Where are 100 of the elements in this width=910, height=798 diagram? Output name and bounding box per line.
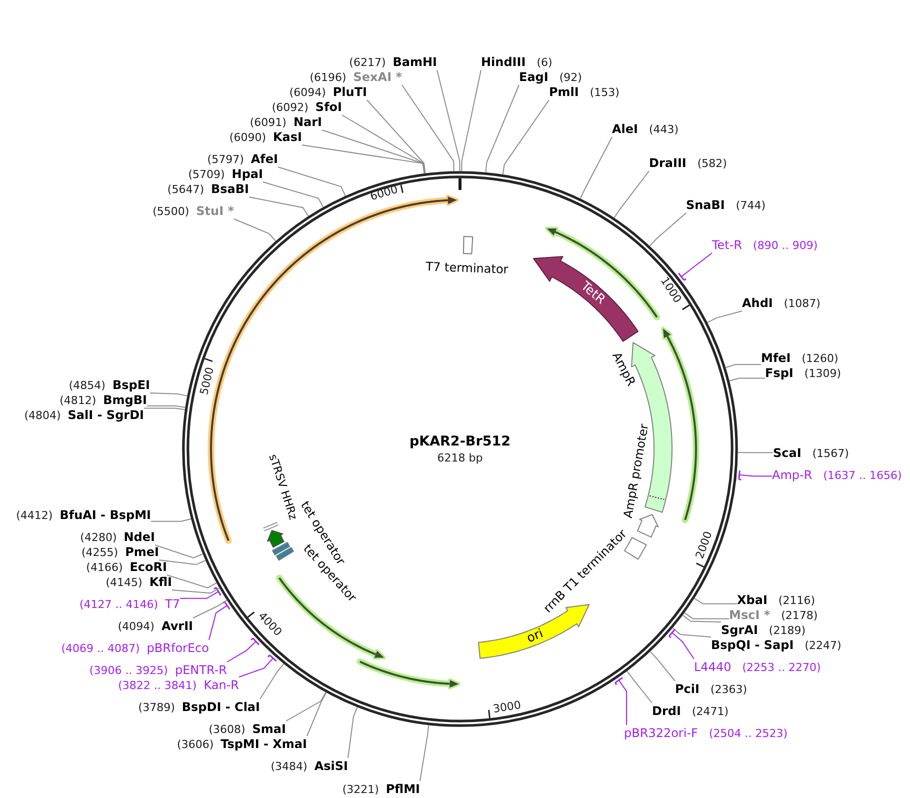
enzyme-name: FspI xyxy=(765,365,794,381)
cut-position: (5500) xyxy=(152,204,190,220)
leader-line xyxy=(248,196,309,216)
enzyme-name: EcoRI xyxy=(130,559,167,575)
leader-line xyxy=(436,70,460,172)
cut-position: (1260) xyxy=(802,351,838,367)
enzyme-name: HindIII xyxy=(481,54,526,70)
cut-position: (2189) xyxy=(768,623,806,639)
enzyme-name: KflI xyxy=(149,574,172,590)
leader-line xyxy=(238,654,278,678)
leader-line xyxy=(144,408,186,410)
leader-line xyxy=(672,628,712,638)
cut-position: (582) xyxy=(697,156,727,172)
leader-line xyxy=(180,586,222,599)
leader-line xyxy=(684,612,730,620)
cut-position: (3608) xyxy=(208,722,246,738)
enzyme-name: AsiSI xyxy=(314,758,348,774)
leader-line xyxy=(682,614,722,622)
leader-line xyxy=(649,212,686,246)
cut-position: (4854) xyxy=(68,378,106,394)
leader-line xyxy=(626,670,652,704)
primer-range: (890 .. 909) xyxy=(753,238,818,254)
leader-line xyxy=(150,518,192,522)
cut-position: (3606) xyxy=(177,737,214,753)
primer-range: (2253 .. 2270) xyxy=(742,660,821,676)
feature-label: T7 terminator xyxy=(426,260,508,276)
leader-line xyxy=(707,310,742,323)
enzyme-name: MscI * xyxy=(729,607,770,623)
enzyme-name: NdeI xyxy=(124,529,155,545)
enzyme-name: SgrAI xyxy=(721,622,758,638)
enzyme-name: BfuAI - BspMI xyxy=(60,507,151,523)
feature-label: ori xyxy=(524,626,546,646)
operator-bar xyxy=(276,547,294,562)
cut-position: (2247) xyxy=(804,638,842,654)
cut-position: (6092) xyxy=(272,100,308,116)
enzyme-name: DraIII xyxy=(649,155,686,171)
enzyme-name: KasI xyxy=(272,129,302,145)
cut-position: (4280) xyxy=(80,530,117,546)
leader-line xyxy=(668,628,694,660)
leader-line xyxy=(158,560,206,566)
leader-line xyxy=(302,144,425,174)
primer-range: (1637 .. 1656) xyxy=(823,468,902,484)
cut-position: (4094) xyxy=(118,619,154,635)
cut-position: (4145) xyxy=(106,575,142,591)
cut-position: (2178) xyxy=(781,608,818,624)
cut-position: (1567) xyxy=(812,446,849,462)
primer-name: pBRforEco xyxy=(146,640,209,656)
leader-line xyxy=(192,600,228,618)
feature-block xyxy=(266,530,284,548)
primer-name: Kan-R xyxy=(204,677,239,693)
leader-line xyxy=(461,70,482,172)
cut-position: (4255) xyxy=(82,545,118,561)
primer-name: pENTR-R xyxy=(174,662,227,678)
leader-line xyxy=(502,100,550,175)
promoter-feature xyxy=(637,514,660,538)
primer-range: (2504 .. 2523) xyxy=(708,726,788,742)
terminator-feature xyxy=(462,236,473,254)
leader-line xyxy=(278,166,346,196)
enzyme-name: TspMI - XmaI xyxy=(220,736,307,752)
enzyme-name: BmgBI xyxy=(103,392,147,408)
enzyme-name: SalI - SgrDI xyxy=(68,407,144,423)
leader-line xyxy=(485,84,520,173)
leader-line xyxy=(402,84,454,172)
leader-line xyxy=(678,252,712,281)
cut-position: (4412) xyxy=(16,508,53,524)
enzyme-name: AvrII xyxy=(161,618,193,634)
enzyme-name: PflMI xyxy=(386,781,420,797)
enzyme-name: BspQI - SapI xyxy=(711,637,794,653)
leader-line xyxy=(342,114,426,174)
enzyme-name: StuI * xyxy=(196,203,234,219)
enzyme-name: EagI xyxy=(519,69,548,85)
primer-range: (3822 .. 3841) xyxy=(118,678,197,694)
enzyme-name: NarI xyxy=(293,114,322,130)
leader-line xyxy=(260,663,284,700)
enzyme-name: BsaBI xyxy=(211,181,249,197)
enzyme-name: AhdI xyxy=(742,295,773,311)
leader-line xyxy=(650,651,676,682)
primer-name: T7 xyxy=(165,596,180,612)
enzyme-name: PmlI xyxy=(549,84,579,100)
enzyme-name: BspEI xyxy=(112,377,150,393)
operator-bar xyxy=(272,542,290,556)
leader-line xyxy=(614,170,650,218)
cut-position: (443) xyxy=(649,122,679,138)
cut-position: (6090) xyxy=(229,130,266,146)
cut-position: (3221) xyxy=(342,782,379,798)
leader-line xyxy=(580,136,612,199)
leader-line xyxy=(420,724,430,782)
scale-label: 5000 xyxy=(198,366,216,396)
enzyme-name: BamHI xyxy=(392,54,437,70)
cut-position: (6196) xyxy=(310,70,346,86)
cut-position: (1087) xyxy=(784,296,820,312)
cut-position: (4812) xyxy=(60,393,96,409)
enzyme-name: AfeI xyxy=(250,151,278,167)
cut-position: (2116) xyxy=(778,593,815,609)
primer-name: Amp-R xyxy=(772,467,812,483)
primer-name: Tet-R xyxy=(712,237,742,253)
cut-position: (6091) xyxy=(250,115,286,131)
leader-line xyxy=(694,598,738,604)
cut-position: (153) xyxy=(590,85,620,101)
leader-line xyxy=(172,588,220,594)
